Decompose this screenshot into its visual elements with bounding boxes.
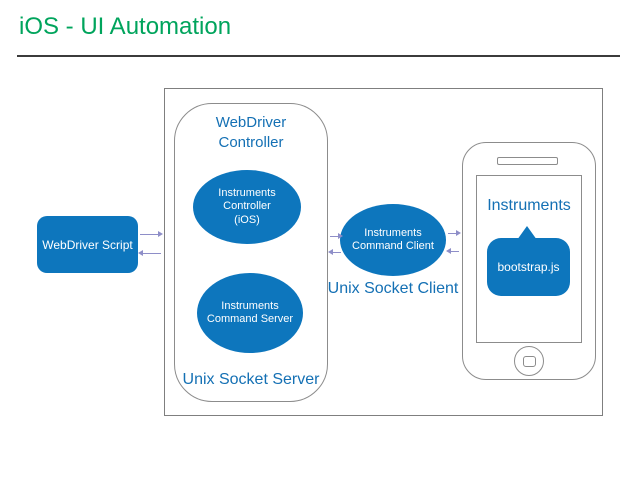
instruments-controller-line1: Instruments: [218, 186, 276, 199]
title-divider: [17, 55, 620, 57]
instruments-command-client-node: Instruments Command Client: [340, 204, 446, 276]
webdriver-script-label: WebDriver Script: [42, 237, 133, 252]
bootstrap-js-label: bootstrap.js: [497, 260, 560, 274]
webdriver-controller-title-line1: WebDriver: [215, 114, 287, 131]
webdriver-controller-title: WebDriver Controller: [174, 113, 328, 152]
webdriver-controller-title-line2: Controller: [218, 133, 284, 151]
page-title: iOS - UI Automation: [19, 13, 232, 40]
instruments-command-server-line2: Command Server: [206, 313, 294, 325]
client-to-phone-arrow-icon: [448, 230, 461, 236]
phone-speaker-icon: [497, 157, 558, 165]
instruments-controller-line3: (iOS): [234, 213, 260, 226]
phone-instruments-label: Instruments: [487, 197, 571, 214]
phone-to-client-arrow-icon: [446, 248, 459, 254]
home-button-square-icon: [522, 355, 536, 367]
bootstrap-js-bubble: bootstrap.js: [487, 238, 570, 296]
bubble-pointer-icon: [517, 226, 537, 240]
instruments-command-client-line2: Command Client: [352, 240, 434, 252]
controller-to-client-arrow-icon: [330, 233, 343, 239]
instruments-command-server-line1: Instruments: [221, 299, 279, 312]
webdriver-script-node: WebDriver Script: [37, 216, 138, 273]
unix-socket-server-label: Unix Socket Server: [182, 371, 320, 388]
instruments-controller-node: Instruments Controller (iOS): [193, 170, 301, 244]
controller-to-script-arrow-icon: [138, 250, 161, 256]
phone-home-button-icon: [514, 346, 544, 376]
unix-socket-client-label: Unix Socket Client: [327, 280, 459, 297]
instruments-command-server-node: Instruments Command Server: [197, 273, 303, 353]
script-to-controller-arrow-icon: [140, 231, 163, 237]
instruments-command-client-line1: Instruments: [364, 226, 422, 239]
client-to-controller-arrow-icon: [328, 249, 341, 255]
instruments-controller-line2: Controller: [223, 200, 271, 213]
